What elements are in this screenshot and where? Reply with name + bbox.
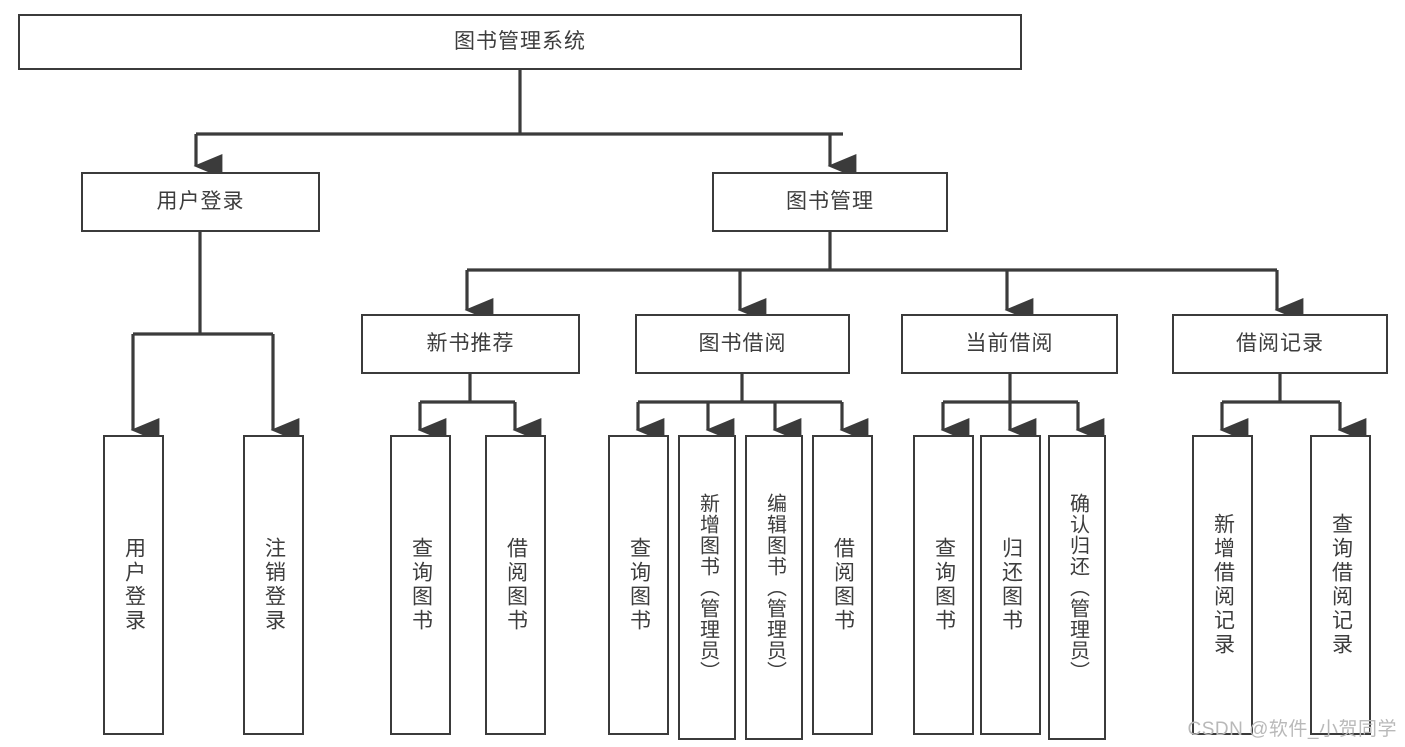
- node-book-borrow[interactable]: 图书借阅: [635, 314, 850, 374]
- node-leaf-edit-book[interactable]: 编辑图书（管理员）: [745, 435, 803, 740]
- node-leaf-borrow-book-2-label: 借阅图书: [831, 537, 855, 633]
- node-leaf-edit-book-label: 编辑图书（管理员）: [763, 493, 786, 682]
- watermark-text: CSDN @软件_小贺同学: [1187, 719, 1397, 740]
- node-leaf-logout-login[interactable]: 注销登录: [243, 435, 304, 735]
- node-leaf-add-book-label: 新增图书（管理员）: [696, 493, 719, 682]
- node-current-borrow-label: 当前借阅: [965, 331, 1054, 355]
- node-leaf-logout-login-label: 注销登录: [262, 537, 286, 633]
- node-leaf-confirm-return-label: 确认归还（管理员）: [1066, 493, 1089, 682]
- node-leaf-return-book-label: 归还图书: [999, 537, 1023, 633]
- node-borrow-record-label: 借阅记录: [1236, 331, 1324, 355]
- node-book-management[interactable]: 图书管理: [712, 172, 948, 232]
- node-leaf-query-book-1-label: 查询图书: [409, 537, 433, 633]
- node-book-borrow-label: 图书借阅: [698, 331, 787, 355]
- node-leaf-add-book[interactable]: 新增图书（管理员）: [678, 435, 736, 740]
- node-new-book-recommend[interactable]: 新书推荐: [361, 314, 580, 374]
- node-leaf-add-record-label: 新增借阅记录: [1211, 513, 1235, 657]
- node-leaf-query-book-2-label: 查询图书: [627, 537, 651, 633]
- node-current-borrow[interactable]: 当前借阅: [901, 314, 1118, 374]
- node-new-book-recommend-label: 新书推荐: [426, 331, 515, 355]
- node-leaf-borrow-book-2[interactable]: 借阅图书: [812, 435, 873, 735]
- node-book-management-label: 图书管理: [786, 189, 874, 213]
- node-leaf-query-book-1[interactable]: 查询图书: [390, 435, 451, 735]
- node-borrow-record[interactable]: 借阅记录: [1172, 314, 1388, 374]
- node-leaf-query-record-label: 查询借阅记录: [1329, 513, 1353, 657]
- node-leaf-borrow-book-1-label: 借阅图书: [504, 537, 528, 633]
- node-root-label: 图书管理系统: [454, 29, 586, 53]
- node-leaf-return-book[interactable]: 归还图书: [980, 435, 1041, 735]
- node-leaf-query-book-3[interactable]: 查询图书: [913, 435, 974, 735]
- node-leaf-user-login[interactable]: 用户登录: [103, 435, 164, 735]
- node-user-login[interactable]: 用户登录: [81, 172, 320, 232]
- node-leaf-confirm-return[interactable]: 确认归还（管理员）: [1048, 435, 1106, 740]
- node-leaf-query-record[interactable]: 查询借阅记录: [1310, 435, 1371, 735]
- node-leaf-borrow-book-1[interactable]: 借阅图书: [485, 435, 546, 735]
- node-user-login-label: 用户登录: [156, 189, 245, 213]
- node-root[interactable]: 图书管理系统: [18, 14, 1022, 70]
- node-leaf-user-login-label: 用户登录: [122, 537, 146, 633]
- node-leaf-add-record[interactable]: 新增借阅记录: [1192, 435, 1253, 735]
- node-leaf-query-book-2[interactable]: 查询图书: [608, 435, 669, 735]
- node-leaf-query-book-3-label: 查询图书: [932, 537, 956, 633]
